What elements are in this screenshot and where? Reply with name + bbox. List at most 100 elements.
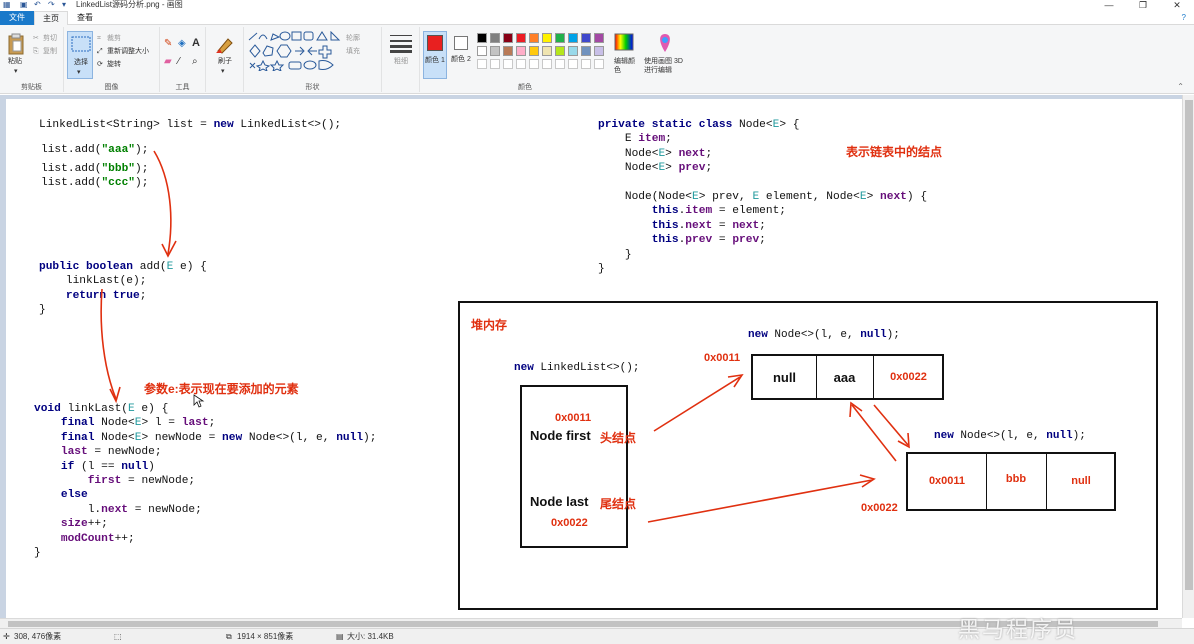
custom-color-swatch[interactable] xyxy=(581,59,591,69)
horizontal-scrollbar[interactable] xyxy=(0,618,1182,628)
color2-swatch xyxy=(454,36,468,50)
hand-arrow-head-1 xyxy=(161,240,177,258)
palette-color-swatch[interactable] xyxy=(581,46,591,56)
heap-label: 堆内存 xyxy=(471,318,508,332)
horizontal-scroll-thumb[interactable] xyxy=(8,621,1158,627)
tab-file[interactable]: 文件 xyxy=(0,11,34,25)
palette-color-swatch[interactable] xyxy=(542,33,552,43)
color1-label: 颜色 1 xyxy=(425,57,445,64)
palette-color-swatch[interactable] xyxy=(503,46,513,56)
linkedlist-object: 0x0011 Node first Node last 0x0022 xyxy=(520,385,628,548)
select-button[interactable]: 选择 ▾ xyxy=(67,31,93,79)
resize-button[interactable]: 重新调整大小 xyxy=(107,48,149,55)
palette-color-swatch[interactable] xyxy=(594,46,604,56)
node2-label: new Node<>(l, e, null); xyxy=(934,430,1086,442)
pencil-icon[interactable]: ✎ xyxy=(164,38,173,49)
paint3d-button[interactable]: 使用画图 3D 进行编辑 xyxy=(644,58,683,74)
edit-colors-icon[interactable] xyxy=(614,33,634,51)
colors-label: 颜色 xyxy=(518,84,532,91)
color2-label: 颜色 2 xyxy=(451,56,471,63)
param-note: 参数e:表示现在要添加的元素 xyxy=(144,382,299,396)
custom-color-swatch[interactable] xyxy=(555,59,565,69)
palette-color-swatch[interactable] xyxy=(490,33,500,43)
image-size-icon: ⧉ xyxy=(226,632,232,641)
fill-icon[interactable]: ◈ xyxy=(178,38,186,49)
resize-icon: ⤢ xyxy=(97,48,103,55)
tab-view[interactable]: 查看 xyxy=(77,13,93,22)
size-button[interactable]: 粗细 xyxy=(394,58,408,65)
quick-access-dropdown-icon[interactable]: ▾ xyxy=(62,0,67,9)
palette-color-swatch[interactable] xyxy=(516,46,526,56)
custom-color-swatch[interactable] xyxy=(568,59,578,69)
brush-icon[interactable] xyxy=(214,33,236,55)
custom-color-swatch[interactable] xyxy=(477,59,487,69)
text-tool-icon[interactable]: A xyxy=(192,37,200,49)
node1-box: null aaa 0x0022 xyxy=(751,354,944,400)
node2-address: 0x0022 xyxy=(861,502,898,514)
drawing-canvas[interactable]: LinkedList<String> list = new LinkedList… xyxy=(6,99,1182,618)
crop-button[interactable]: 裁剪 xyxy=(107,35,121,42)
palette-color-swatch[interactable] xyxy=(542,46,552,56)
line-width-icon[interactable] xyxy=(390,33,412,53)
color1-button[interactable]: 颜色 1 xyxy=(423,31,447,79)
tab-home[interactable]: 主页 xyxy=(34,11,68,25)
cursor-position-icon: ✛ xyxy=(3,632,10,641)
palette-color-swatch[interactable] xyxy=(555,33,565,43)
vertical-scroll-thumb[interactable] xyxy=(1185,100,1193,590)
minimize-button[interactable]: — xyxy=(1104,0,1114,10)
help-icon[interactable]: ? xyxy=(1181,13,1186,22)
custom-color-swatch[interactable] xyxy=(542,59,552,69)
heap-memory-box: 堆内存 xyxy=(458,301,1158,610)
redo-icon[interactable]: ↷ xyxy=(48,0,55,9)
selection-size-icon: ⬚ xyxy=(114,632,122,641)
cut-button[interactable]: 剪切 xyxy=(43,35,57,42)
image-dimensions: 1914 × 851像素 xyxy=(237,632,294,641)
eraser-icon[interactable]: ▰ xyxy=(164,56,172,67)
edit-colors-button[interactable]: 编辑颜色 xyxy=(614,58,635,74)
copy-button[interactable]: 复制 xyxy=(43,48,57,55)
node-first-field: Node first xyxy=(530,428,591,443)
palette-color-swatch[interactable] xyxy=(581,33,591,43)
paste-button[interactable]: 粘贴 xyxy=(8,58,22,65)
fill-button[interactable]: 填充 xyxy=(346,48,360,55)
palette-color-swatch[interactable] xyxy=(568,33,578,43)
palette-color-swatch[interactable] xyxy=(529,46,539,56)
palette-color-swatch[interactable] xyxy=(594,33,604,43)
maximize-button[interactable]: ❐ xyxy=(1138,0,1148,10)
paste-dropdown-icon[interactable]: ▾ xyxy=(14,68,18,75)
color-picker-icon[interactable]: ⁄ xyxy=(178,56,180,67)
shapes-group: 轮廓 填充 形状 xyxy=(244,27,382,92)
image-label: 图像 xyxy=(104,84,119,91)
palette-color-swatch[interactable] xyxy=(555,46,565,56)
rotate-button[interactable]: 旋转 xyxy=(107,61,121,68)
custom-color-swatch[interactable] xyxy=(516,59,526,69)
palette-color-swatch[interactable] xyxy=(477,46,487,56)
custom-color-swatch[interactable] xyxy=(594,59,604,69)
paint3d-icon[interactable] xyxy=(656,33,674,53)
color2-button[interactable]: 颜色 2 xyxy=(450,31,474,79)
colors-group: 颜色 1 颜色 2 编辑颜色 使用画图 3D 进行编辑 颜色 xyxy=(420,27,690,92)
palette-color-swatch[interactable] xyxy=(568,46,578,56)
paste-icon[interactable] xyxy=(7,33,25,55)
magnifier-icon[interactable]: ⌕ xyxy=(192,56,198,67)
custom-color-swatch[interactable] xyxy=(490,59,500,69)
brushes-button[interactable]: 刷子 xyxy=(218,58,232,65)
cursor-position: 308, 476像素 xyxy=(14,632,62,641)
shapes-gallery-icon[interactable] xyxy=(247,31,343,71)
palette-color-swatch[interactable] xyxy=(477,33,487,43)
list-add-ccc: list.add("ccc"); xyxy=(41,177,149,189)
collapse-ribbon-icon[interactable]: ⌃ xyxy=(1177,82,1184,91)
new-linkedlist-label: new LinkedList<>(); xyxy=(514,362,640,374)
custom-color-swatch[interactable] xyxy=(529,59,539,69)
palette-color-swatch[interactable] xyxy=(490,46,500,56)
palette-color-swatch[interactable] xyxy=(516,33,526,43)
brushes-dropdown-icon[interactable]: ▾ xyxy=(221,68,225,75)
save-icon[interactable]: ▣ xyxy=(20,0,28,9)
palette-color-swatch[interactable] xyxy=(529,33,539,43)
palette-color-swatch[interactable] xyxy=(503,33,513,43)
close-button[interactable]: ✕ xyxy=(1173,0,1181,10)
custom-color-swatch[interactable] xyxy=(503,59,513,69)
outline-button[interactable]: 轮廓 xyxy=(346,35,360,42)
undo-icon[interactable]: ↶ xyxy=(34,0,41,9)
vertical-scrollbar[interactable] xyxy=(1182,95,1194,618)
